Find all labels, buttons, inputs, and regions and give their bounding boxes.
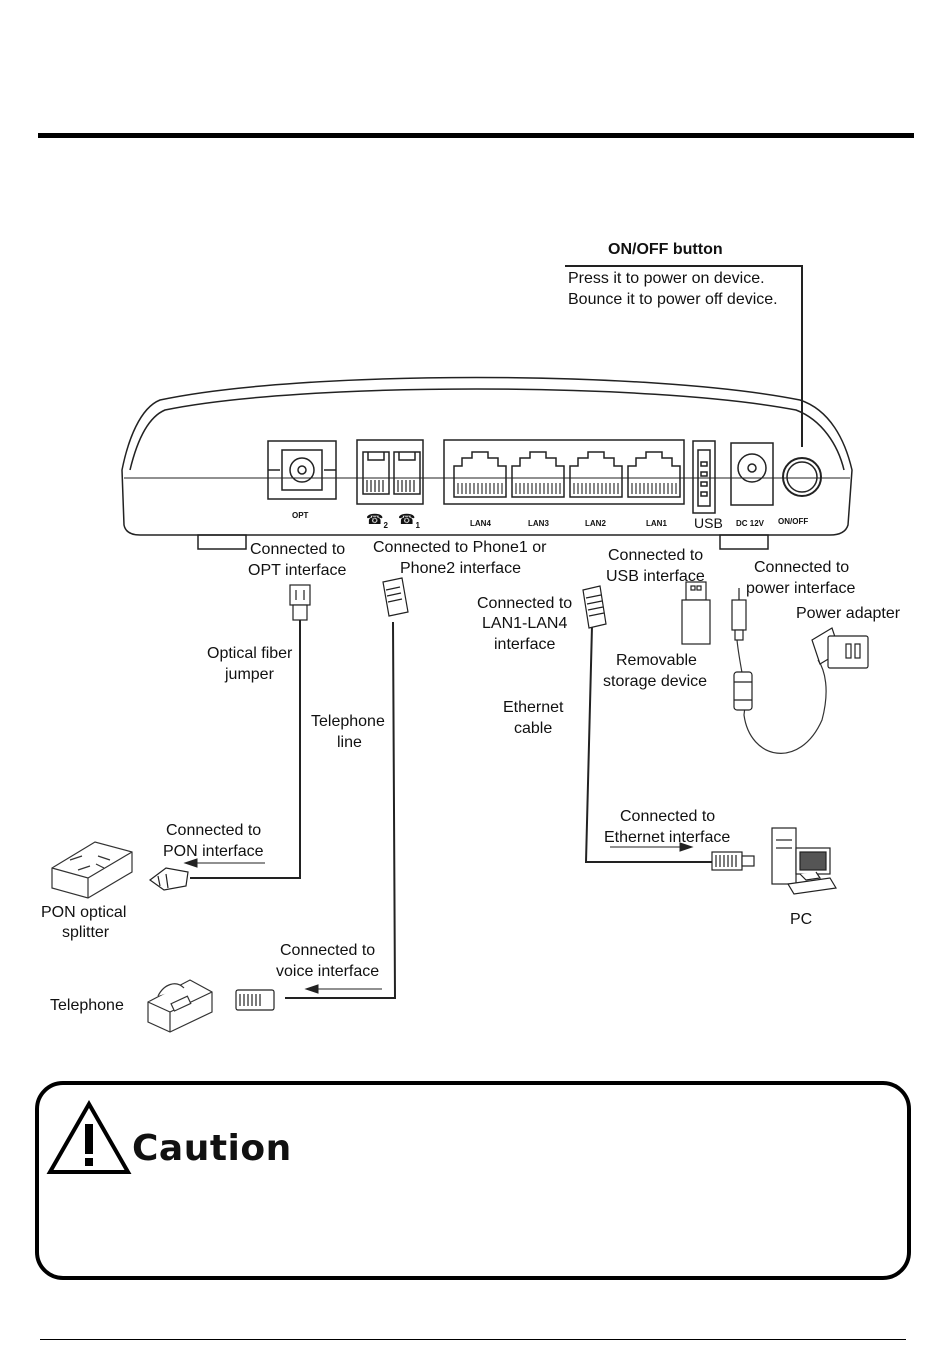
- lan-interface-label-1: Connected to: [477, 595, 573, 612]
- dc-plug-icon: [731, 588, 753, 711]
- lan1-port-label: LAN1: [646, 519, 667, 528]
- lan3-port-label: LAN3: [528, 519, 549, 528]
- onoff-port-label: ON/OFF: [778, 517, 809, 526]
- warning-triangle-icon: [46, 1100, 132, 1174]
- power-adapter-label: Power adapter: [796, 605, 901, 622]
- ethernet-connector-icon: [582, 585, 607, 629]
- onoff-callout-line1: Press it to power on device.: [568, 270, 765, 287]
- voice-connector-icon: [235, 989, 275, 1011]
- pc-icon: [771, 827, 837, 895]
- opt-interface-label-1: Connected to: [250, 541, 346, 558]
- pon-interface-label-2: PON interface: [163, 843, 264, 860]
- telephone-label: Telephone: [50, 997, 124, 1014]
- onoff-callout-line2: Bounce it to power off device.: [568, 291, 778, 308]
- phone1-number: 1: [415, 520, 420, 530]
- usb-interface-label-2: USB interface: [606, 568, 705, 585]
- pon-splitter-label-2: splitter: [62, 924, 110, 941]
- usb-port-label: USB: [694, 515, 723, 531]
- lan-interface-label-3: interface: [494, 636, 556, 653]
- caution-title: Caution: [132, 1128, 292, 1169]
- phone2-number: 2: [383, 520, 388, 530]
- fiber-connector-icon: [289, 584, 311, 621]
- opt-port-label: OPT: [292, 511, 309, 520]
- phone-interface-label-1: Connected to Phone1 or: [373, 539, 547, 556]
- onoff-callout-title: ON/OFF button: [608, 241, 723, 258]
- fiber-jumper-label-1: Optical fiber: [207, 645, 293, 662]
- pc-label: PC: [790, 911, 813, 928]
- power-interface-label-1: Connected to: [754, 559, 850, 576]
- usb-port: [692, 440, 716, 514]
- phone-ports: [356, 439, 424, 505]
- cables: [190, 620, 713, 999]
- ethernet-interface-label-2: Ethernet interface: [604, 829, 731, 846]
- ethernet-interface-label-1: Connected to: [620, 808, 716, 825]
- phone2-port-label: ☎2: [366, 511, 388, 530]
- arrows: [183, 842, 694, 994]
- storage-label-1: Removable: [616, 652, 697, 669]
- pc-ethernet-connector-icon: [711, 851, 755, 871]
- telephone-icon: [147, 979, 213, 1033]
- lan-ports: [443, 439, 685, 505]
- opt-interface-label-2: OPT interface: [248, 562, 347, 579]
- pon-interface-label-1: Connected to: [166, 822, 262, 839]
- power-interface-label-2: power interface: [746, 580, 856, 597]
- pon-connector-icon: [148, 867, 189, 891]
- dc-port-label: DC 12V: [736, 519, 765, 528]
- usb-interface-label-1: Connected to: [608, 547, 704, 564]
- telephone-line-label-1: Telephone: [311, 713, 385, 730]
- lan-interface-label-2: LAN1-LAN4: [482, 615, 568, 632]
- onoff-callout-line: [565, 265, 803, 447]
- power-adapter-icon: [811, 627, 869, 669]
- header-rule: [38, 133, 914, 138]
- caution-box: [35, 1081, 911, 1280]
- onoff-button: [782, 457, 822, 497]
- fiber-jumper-label-2: jumper: [225, 666, 274, 683]
- voice-interface-label-1: Connected to: [280, 942, 376, 959]
- ethernet-cable-label-1: Ethernet: [503, 699, 564, 716]
- pon-splitter-icon: [51, 841, 133, 899]
- phone-connector-icon: [382, 577, 409, 617]
- dc-port: [730, 442, 774, 506]
- telephone-line-label-2: line: [337, 734, 362, 751]
- footer-rule: [40, 1339, 906, 1340]
- lan2-port-label: LAN2: [585, 519, 606, 528]
- pon-splitter-label-1: PON optical: [41, 904, 127, 921]
- phone1-port-label: ☎1: [398, 511, 420, 530]
- storage-label-2: storage device: [603, 673, 708, 690]
- lan4-port-label: LAN4: [470, 519, 491, 528]
- ont-device: [121, 376, 853, 550]
- opt-port: [267, 440, 337, 500]
- ethernet-cable-label-2: cable: [514, 720, 553, 737]
- usb-stick-icon: [681, 581, 711, 645]
- voice-interface-label-2: voice interface: [276, 963, 380, 980]
- phone-interface-label-2: Phone2 interface: [400, 560, 521, 577]
